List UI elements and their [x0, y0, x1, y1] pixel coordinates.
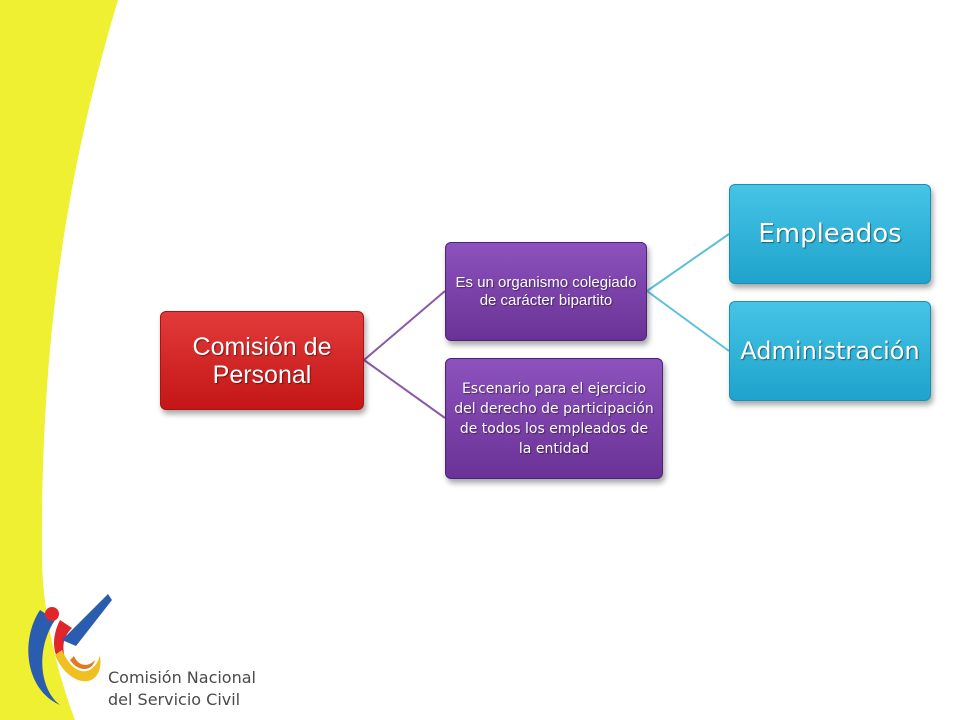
node-comision-de-personal-label: Comisión de Personal	[192, 332, 332, 389]
node-comision-de-personal: Comisión de Personal	[160, 311, 364, 410]
cnsc-logo-icon	[28, 594, 112, 705]
node-escenario-participacion-label: Escenario para el ejercicio del derecho …	[454, 380, 654, 457]
yellow-band-decoration	[0, 0, 118, 720]
node-organismo-colegiado-label: Es un organismo colegiado de carácter bi…	[455, 273, 637, 309]
logo-text-line1: Comisión Nacional	[108, 668, 256, 687]
node-escenario-participacion: Escenario para el ejercicio del derecho …	[445, 358, 663, 479]
logo-text-line2: del Servicio Civil	[108, 690, 241, 709]
node-administracion-label: Administración	[740, 337, 920, 365]
node-organismo-colegiado: Es un organismo colegiado de carácter bi…	[445, 242, 647, 341]
connector-root-to-organismo	[363, 290, 446, 361]
node-administracion: Administración	[729, 301, 931, 401]
connector-root-to-escenario	[363, 359, 446, 419]
connector-organismo-to-empleados	[646, 233, 730, 292]
node-empleados: Empleados	[729, 184, 931, 284]
node-empleados-label: Empleados	[758, 219, 902, 249]
connector-organismo-to-administracion	[646, 290, 730, 352]
